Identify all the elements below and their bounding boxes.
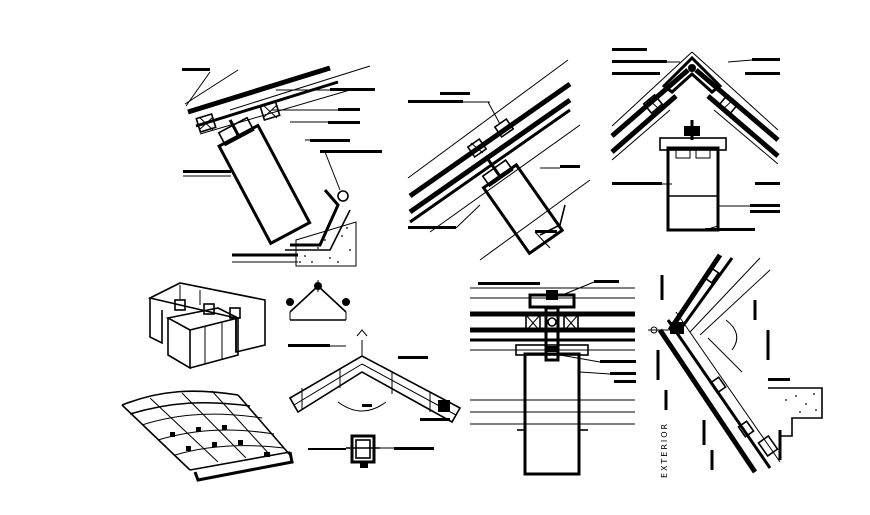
detail-mullion-section xyxy=(470,280,636,476)
detail-curved-skylight xyxy=(121,390,294,482)
detail-roof-angle xyxy=(288,329,462,424)
exterior-label: EXTERIOR xyxy=(660,422,669,478)
detail-eave-purlin-section xyxy=(182,65,382,267)
detail-ridge-cap xyxy=(610,48,780,232)
detail-truss-node xyxy=(286,280,350,321)
detail-sloped-purlin xyxy=(407,59,591,261)
detail-tube-section xyxy=(308,434,434,468)
detail-exterior-glazing: EXTERIOR xyxy=(648,253,823,478)
detail-isometric-corner xyxy=(147,282,266,370)
